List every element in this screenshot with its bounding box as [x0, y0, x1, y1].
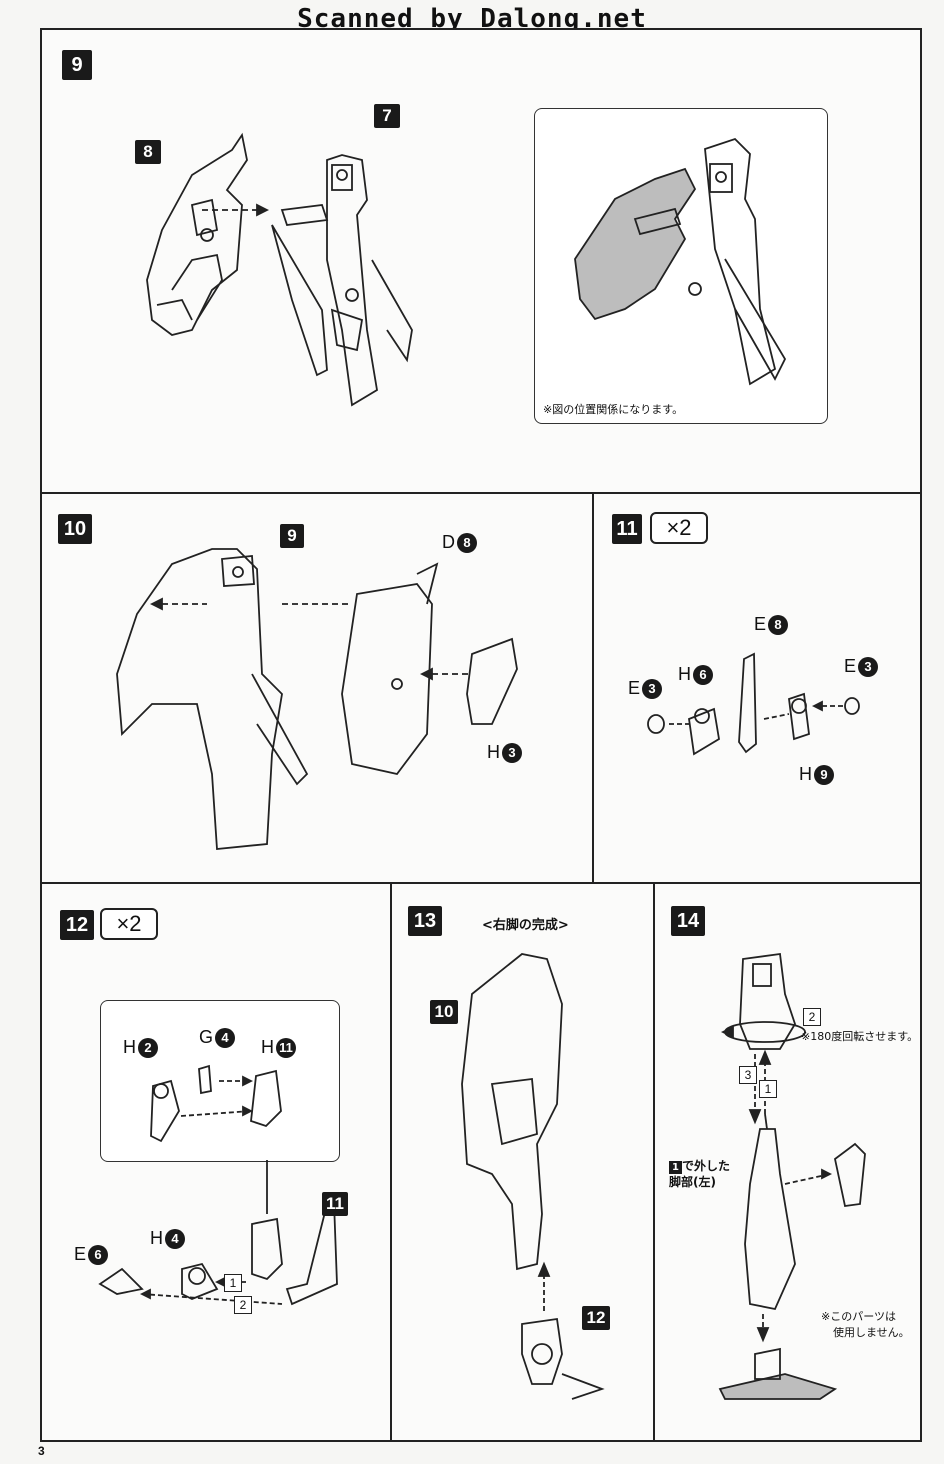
step-13-number: 13 — [408, 906, 442, 936]
step-13-title: <右脚の完成> — [482, 918, 569, 933]
step-9-part-8-label: 8 — [135, 140, 161, 164]
part-number: 11 — [276, 1038, 296, 1059]
step-14-seq-2: 2 — [803, 1008, 821, 1026]
step-9-inset: ※図の位置関係になります。 — [534, 108, 828, 424]
part-letter: E — [628, 678, 641, 698]
step-13-sub-10-label: 10 — [430, 1000, 458, 1024]
step-14-leg-badge: 1 — [669, 1161, 682, 1174]
page-number: 3 — [38, 1444, 45, 1458]
part-letter: H — [261, 1037, 274, 1057]
step-13-sub-12-label: 12 — [582, 1306, 610, 1330]
step-13-panel: 13 <右脚の完成> 10 12 — [390, 882, 655, 1442]
part-letter: H — [678, 664, 691, 684]
step-12-inset-illustration — [150, 1064, 282, 1143]
step-9-number: 9 — [62, 50, 92, 80]
step-10-sub-9-label: 9 — [280, 524, 304, 548]
part-letter: E — [74, 1244, 87, 1264]
step-12-illustration — [98, 1160, 338, 1306]
step-9-part-7-label: 7 — [374, 104, 400, 128]
step-12-number: 12 — [60, 910, 94, 940]
part-number: 3 — [642, 679, 663, 700]
step-14-leg-note-line1: で外した — [682, 1159, 731, 1173]
part-number: 6 — [693, 665, 713, 686]
part-letter: H — [150, 1228, 163, 1248]
step-14-rotate-note: ※180度回転させます。 — [801, 1030, 919, 1043]
step-10-illustration — [116, 548, 518, 850]
step-12-seq-1: 1 — [224, 1274, 242, 1292]
step-11-multiplier: ×2 — [650, 512, 708, 544]
part-letter: H — [123, 1037, 136, 1057]
part-letter: G — [199, 1027, 214, 1047]
part-number: 8 — [457, 533, 477, 554]
part-number: 3 — [858, 657, 879, 678]
step-9-inset-illustration — [574, 137, 787, 386]
step-11-illustration — [647, 652, 860, 756]
step-9-inset-note: ※図の位置関係になります。 — [543, 403, 684, 416]
step-14-illustration — [718, 952, 866, 1400]
step-14-seq-3: 3 — [739, 1066, 757, 1084]
step-11-number: 11 — [612, 514, 642, 544]
part-letter: H — [487, 742, 500, 762]
step-12-sub-11-label: 11 — [322, 1192, 348, 1216]
part-number: 3 — [502, 743, 522, 764]
part-letter: D — [442, 532, 455, 552]
part-number: 8 — [768, 615, 789, 636]
part-number: 6 — [88, 1245, 109, 1266]
part-letter: E — [844, 656, 857, 676]
part-number: 4 — [165, 1229, 185, 1250]
part-number: 9 — [814, 765, 834, 786]
step-12-seq-2: 2 — [234, 1296, 252, 1314]
step-9-panel: 9 8 7 — [40, 28, 922, 494]
step-14-seq-1: 1 — [759, 1080, 777, 1098]
part-number: 2 — [138, 1038, 158, 1059]
step-14-unused-note-line1: ※このパーツは — [821, 1310, 896, 1323]
step-14-unused-note-line2: 使用しません。 — [833, 1326, 910, 1339]
step-12-multiplier: ×2 — [100, 908, 158, 940]
step-9-illustration — [146, 132, 413, 407]
step-14-number: 14 — [671, 906, 705, 936]
step-14-leg-note-line2: 脚部(左) — [669, 1175, 716, 1189]
part-letter: H — [799, 764, 812, 784]
part-letter: E — [754, 614, 767, 634]
step-10-number: 10 — [58, 514, 92, 544]
step-13-illustration — [461, 953, 605, 1400]
part-number: 4 — [215, 1028, 236, 1049]
